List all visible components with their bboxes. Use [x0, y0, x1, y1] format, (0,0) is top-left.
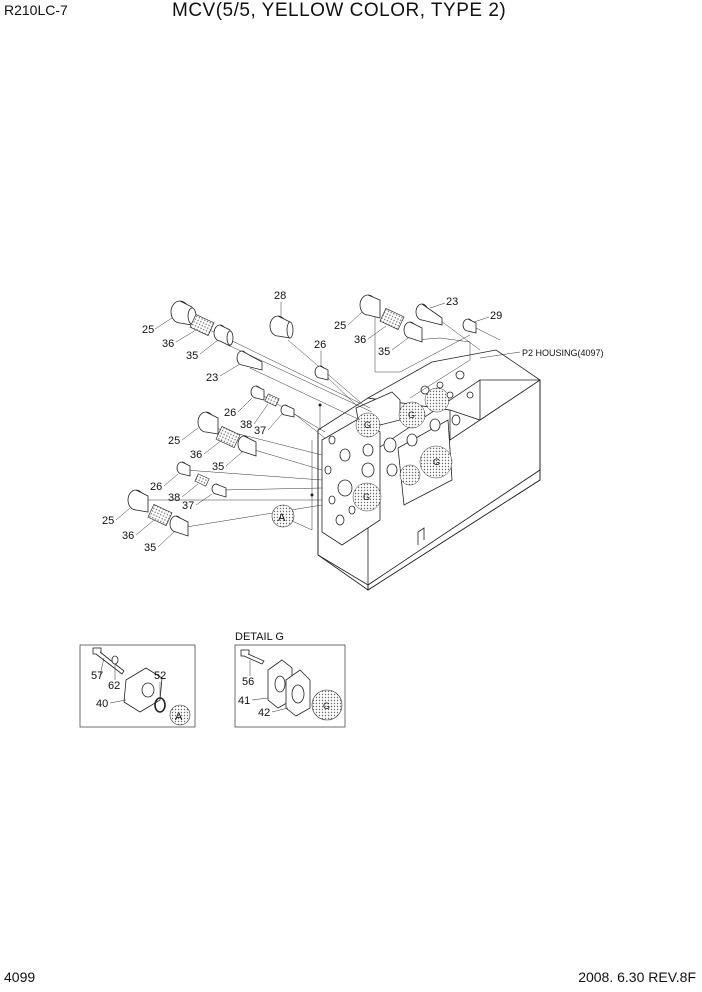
callout-36: 36: [190, 449, 202, 461]
gasket-42: [285, 669, 311, 717]
ref-a-label: A: [175, 711, 183, 723]
detail-g-title: DETAIL G: [235, 631, 284, 643]
callout-26: 26: [150, 481, 162, 493]
spool-35: [213, 324, 234, 347]
page-title: MCV(5/5, YELLOW COLOR, TYPE 2): [172, 0, 507, 21]
callout-25: 25: [168, 435, 180, 447]
ref-g-mark: G: [364, 420, 371, 430]
plug-25: [359, 294, 381, 319]
model-name: R210LC-7: [4, 2, 68, 18]
callout-25: 25: [102, 515, 114, 527]
plug-25: [197, 411, 219, 435]
callout-36: 36: [122, 530, 134, 542]
detail-a-box: A 57 62 52 40: [79, 644, 196, 728]
spool-37: [280, 404, 295, 418]
detail-g-box: G 56 41 42: [234, 644, 346, 728]
callout-35: 35: [186, 350, 198, 362]
callout-37: 37: [254, 425, 266, 437]
p2-housing: G G G G: [317, 349, 541, 591]
callout-38: 38: [240, 419, 252, 431]
ref-g-mark: G: [363, 492, 370, 502]
spring-36: [147, 504, 173, 526]
callout-57: 57: [91, 670, 103, 682]
page-number: 4099: [4, 969, 36, 985]
plug-25: [170, 300, 197, 326]
callout-42: 42: [258, 707, 270, 719]
spool-35: [403, 321, 423, 343]
revision-date: 2008. 6.30 REV.8F: [578, 969, 696, 985]
washer-62: [111, 655, 119, 665]
callout-29: 29: [490, 310, 502, 322]
callout-36: 36: [354, 334, 366, 346]
callout-26: 26: [314, 339, 326, 351]
callout-37: 37: [182, 500, 194, 512]
spool-35: [237, 435, 257, 457]
ref-g-mark: G: [433, 457, 440, 467]
callout-41: 41: [238, 695, 250, 707]
callout-52: 52: [154, 670, 166, 682]
callout-26: 26: [224, 407, 236, 419]
spool-35: [169, 515, 189, 537]
spring-36: [379, 308, 405, 330]
callout-23: 23: [206, 372, 218, 384]
bolt-56: [240, 649, 265, 665]
callout-25: 25: [334, 320, 346, 332]
plug-29: [462, 318, 477, 334]
poppet-23: [415, 303, 443, 326]
callout-62: 62: [108, 680, 120, 692]
spring-38: [194, 473, 210, 487]
flange-40: [123, 667, 163, 713]
callout-56: 56: [242, 676, 254, 688]
spring-36: [189, 314, 215, 336]
spring-36: [215, 426, 241, 448]
housing-label: P2 HOUSING(4097): [522, 348, 604, 358]
callout-40: 40: [96, 698, 108, 710]
callout-35: 35: [378, 346, 390, 358]
callout-35: 35: [144, 542, 156, 554]
plug-26: [250, 385, 265, 401]
plug-25: [127, 489, 149, 513]
spring-38: [264, 393, 280, 407]
ref-g-label: G: [323, 701, 330, 711]
ref-a-label: A: [278, 512, 286, 524]
callout-38: 38: [168, 492, 180, 504]
callout-25: 25: [142, 324, 154, 336]
callouts: 25 36 35 23 28 26 25 36 35 23 29 26 38 3…: [102, 290, 502, 554]
spool-37: [211, 483, 227, 498]
plug-26: [314, 365, 329, 381]
callout-28: 28: [274, 290, 286, 302]
poppet-23: [236, 350, 263, 371]
plug-26: [176, 461, 191, 477]
callout-35: 35: [212, 461, 224, 473]
callout-36: 36: [162, 338, 174, 350]
plug-28: [269, 315, 294, 339]
ref-circle-a: A: [271, 504, 295, 528]
callout-23: 23: [446, 296, 458, 308]
ref-g-mark: G: [408, 410, 415, 420]
